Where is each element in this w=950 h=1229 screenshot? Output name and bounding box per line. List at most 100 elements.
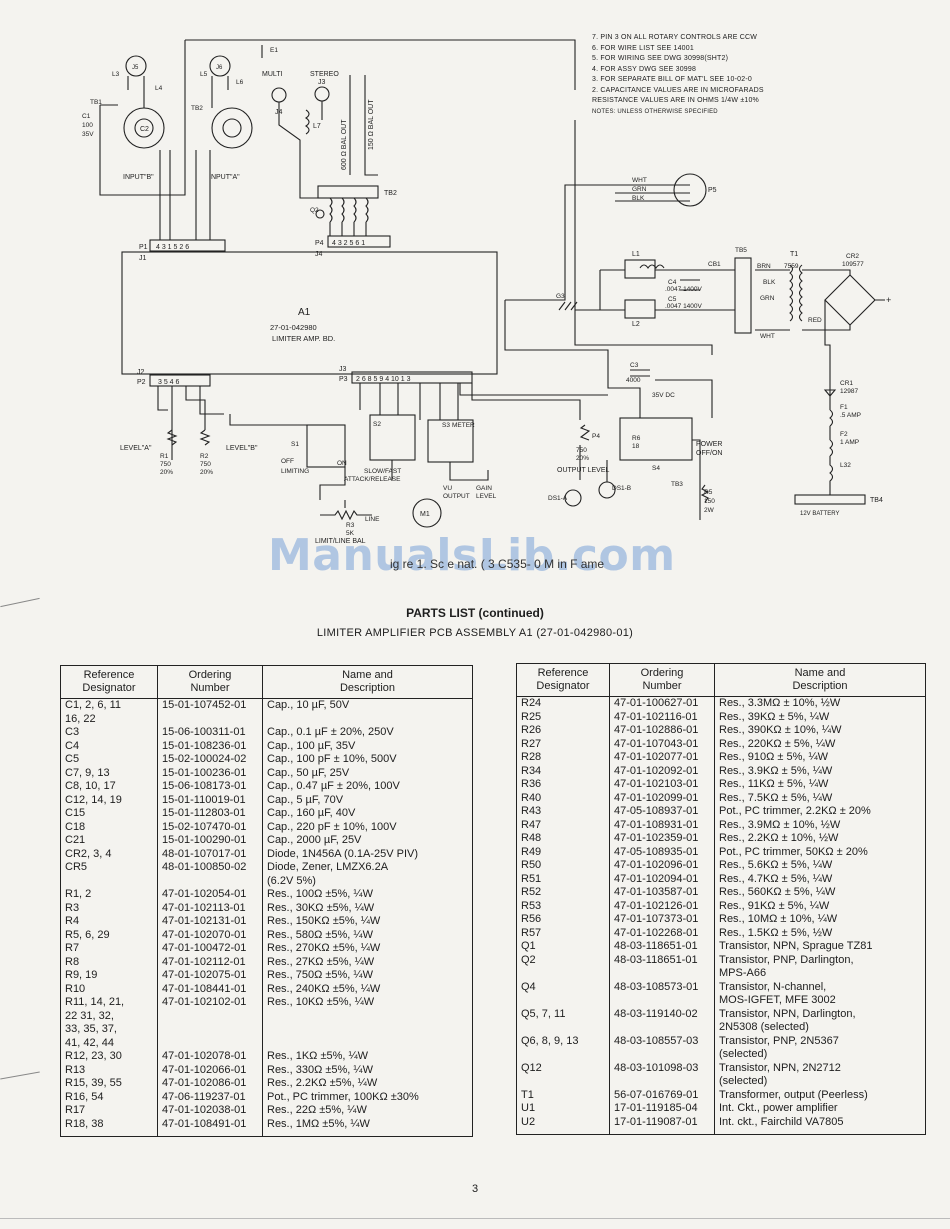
svg-text:GAIN: GAIN: [476, 485, 492, 492]
cell-description: Res., 4.7KΩ ± 5%, ¼W: [714, 872, 926, 886]
cell-reference: CR2, 3, 4: [60, 847, 158, 861]
table-padding-row: [60, 1131, 473, 1137]
cell-description: Res., 30KΩ ±5%, ¼W: [262, 901, 473, 915]
cell-description: Cap., 0.47 µF ± 20%, 100V: [262, 780, 473, 794]
a1-name: LIMITER AMP. BD.: [272, 334, 335, 343]
limit-line-pot: R3 5K LINE LIMIT/LINE BAL M1: [315, 498, 442, 545]
svg-text:1 AMP: 1 AMP: [840, 439, 859, 446]
svg-text:DS1-A: DS1-A: [548, 495, 568, 502]
svg-text:J4: J4: [315, 251, 323, 258]
empty-cell: [60, 1131, 158, 1137]
svg-text:L4: L4: [155, 85, 163, 92]
svg-text:MULTI: MULTI: [262, 71, 283, 78]
cell-description: Res., 220KΩ ± 5%, ¼W: [714, 737, 926, 751]
table-row: 41, 42, 44: [60, 1036, 473, 1050]
cell-ordering-number: 47-01-102075-01: [157, 969, 263, 983]
connector-p3: J3 P3 2 6 8 5 9 4 10 1 3: [339, 366, 473, 384]
cell-reference: R50: [516, 859, 610, 873]
cell-ordering-number: 48-03-108557-03: [609, 1034, 715, 1048]
note-line: RESISTANCE VALUES ARE IN OHMS 1/4W ±10%: [592, 97, 759, 104]
svg-text:150 Ω BAL OUT: 150 Ω BAL OUT: [368, 99, 375, 150]
cell-ordering-number: [157, 1036, 263, 1050]
connector-p4: P4 J4 4 3 2 5 6 1: [315, 235, 391, 258]
cell-reference: R24: [516, 696, 610, 711]
svg-text:Q2: Q2: [310, 207, 319, 214]
cell-ordering-number: 47-01-102886-01: [609, 724, 715, 738]
cell-reference: R48: [516, 832, 610, 846]
svg-text:LIMIT/LINE BAL: LIMIT/LINE BAL: [315, 538, 366, 545]
cell-description: Cap., 2000 µF, 25V: [262, 834, 473, 848]
cell-description: [262, 1009, 473, 1023]
watermark: ManualsLib.com: [268, 530, 676, 581]
cell-ordering-number: 47-01-107373-01: [609, 913, 715, 927]
svg-text:C4: C4: [668, 279, 677, 286]
cell-reference: 16, 22: [60, 712, 158, 726]
svg-text:E1: E1: [270, 47, 278, 54]
cell-reference: U2: [516, 1115, 610, 1129]
svg-text:18: 18: [632, 443, 640, 450]
svg-text:RED: RED: [808, 317, 822, 324]
cell-reference: [516, 1075, 610, 1089]
cell-description: Pot., PC trimmer, 2.2KΩ ± 20%: [714, 805, 926, 819]
svg-text:WHT: WHT: [760, 333, 775, 340]
table-row: MOS-IGFET, MFE 3002: [516, 994, 926, 1008]
cell-reference: R52: [516, 886, 610, 900]
svg-text:C5: C5: [668, 296, 677, 303]
edge-mark: [0, 1218, 950, 1219]
svg-text:109577: 109577: [842, 261, 864, 268]
cell-description: Cap., 5 µF, 70V: [262, 793, 473, 807]
svg-text:LEVEL"A": LEVEL"A": [120, 445, 152, 452]
empty-cell: [516, 1129, 610, 1135]
cell-ordering-number: 48-03-118651-01: [609, 940, 715, 954]
parts-list-subtitle: LIMITER AMPLIFIER PCB ASSEMBLY A1 (27-01…: [316, 627, 634, 639]
cell-description: Res., 3.9KΩ ± 5%, ¼W: [714, 764, 926, 778]
cell-description: Cap., 0.1 µF ± 20%, 250V: [262, 726, 473, 740]
cell-reference: Q1: [516, 940, 610, 954]
cell-description: [262, 712, 473, 726]
cell-ordering-number: 47-01-102066-01: [157, 1063, 263, 1077]
svg-text:BLK: BLK: [763, 279, 776, 286]
cell-reference: U1: [516, 1102, 610, 1116]
svg-text:P5: P5: [708, 187, 717, 194]
cell-ordering-number: 47-01-100472-01: [157, 942, 263, 956]
a1-part: 27-01-042980: [270, 323, 317, 332]
cell-description: Res., 100Ω ±5%, ¼W: [262, 888, 473, 902]
cell-reference: [516, 1021, 610, 1035]
svg-text:2 6 8 5 9 4 10 1 3: 2 6 8 5 9 4 10 1 3: [356, 376, 411, 383]
svg-text:R5: R5: [704, 489, 713, 496]
svg-text:OFF: OFF: [281, 458, 294, 465]
cell-description: Res., 10KΩ ±5%, ¼W: [262, 996, 473, 1010]
svg-text:J4: J4: [275, 109, 283, 116]
svg-text:S1: S1: [291, 441, 299, 448]
cell-description: 2N5308 (selected): [714, 1021, 926, 1035]
svg-text:BRN: BRN: [757, 263, 771, 270]
cell-description: Res., 3.9MΩ ± 10%, ½W: [714, 818, 926, 832]
svg-text:TB1: TB1: [90, 99, 102, 106]
cell-ordering-number: [157, 1009, 263, 1023]
cell-description: Res., 27KΩ ±5%, ¼W: [262, 955, 473, 969]
cell-description: Res., 39KΩ ± 5%, ¼W: [714, 710, 926, 724]
svg-text:LEVEL"B": LEVEL"B": [226, 445, 258, 452]
note-line: NOTES: UNLESS OTHERWISE SPECIFIED: [592, 108, 718, 115]
empty-cell: [157, 1131, 263, 1137]
cell-reference: R10: [60, 982, 158, 996]
cell-ordering-number: 47-01-103587-01: [609, 886, 715, 900]
cell-ordering-number: 47-01-102099-01: [609, 791, 715, 805]
